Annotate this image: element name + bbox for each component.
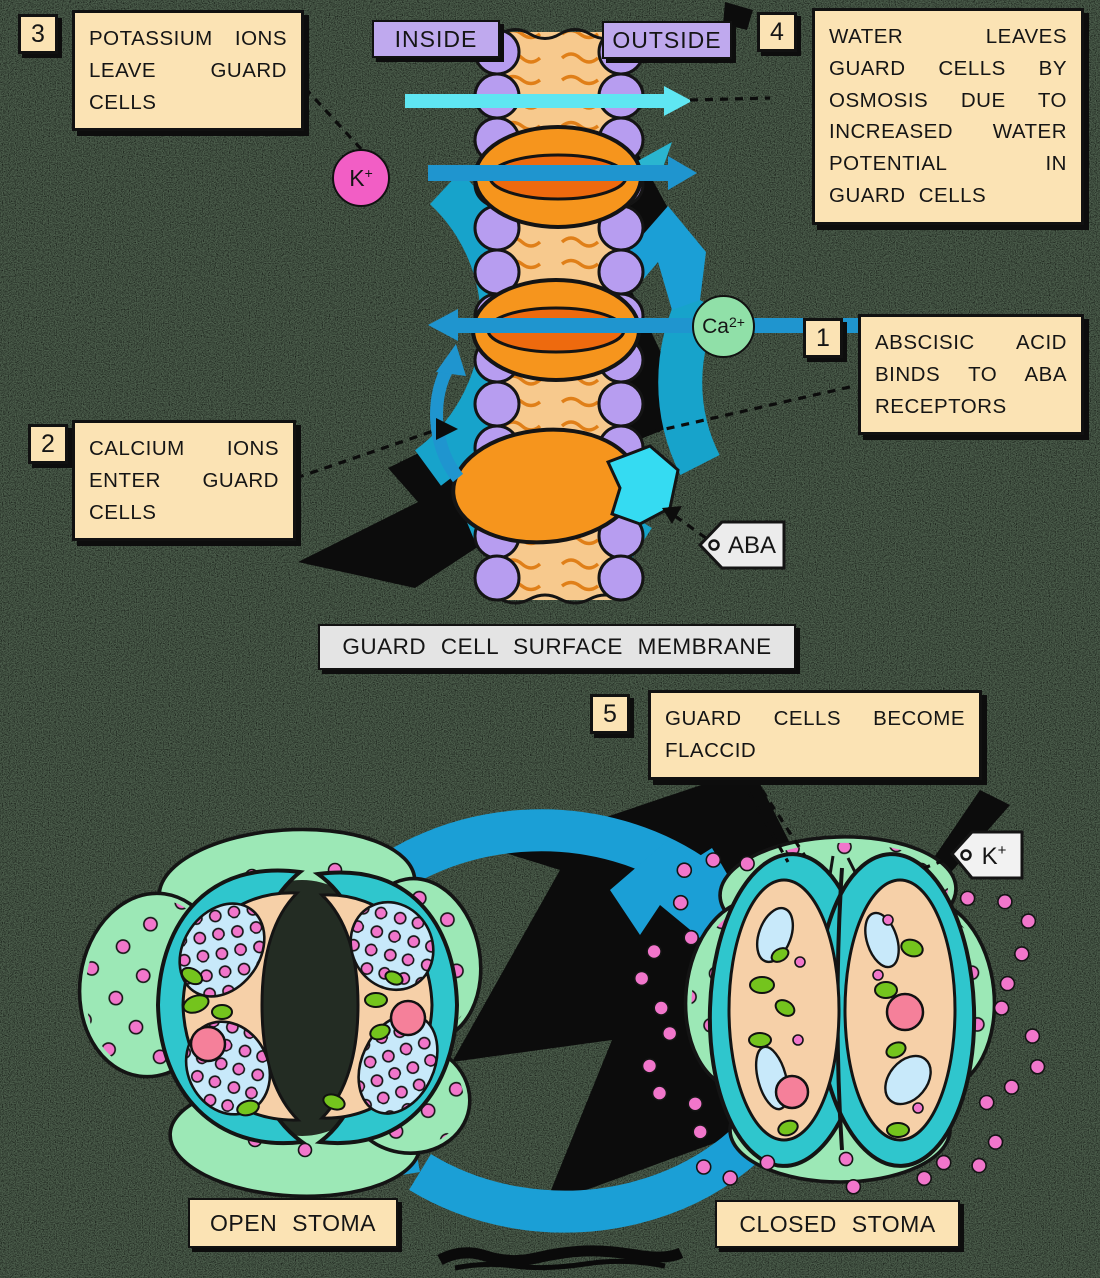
membrane-top-edge (499, 28, 621, 40)
nucleus (389, 999, 427, 1037)
potassium-ion-dot (1024, 1028, 1041, 1044)
potassium-ion-dot (935, 1154, 952, 1171)
nucleus (189, 1025, 227, 1063)
step-4-box: WATER LEAVES GUARD CELLS BY OSMOSIS DUE … (812, 8, 1084, 225)
calcium-in-arrow (428, 309, 882, 341)
ion-flow-arrows (405, 86, 882, 483)
potassium-ion-dot (759, 1154, 776, 1171)
step-2-box: CALCIUM IONS ENTER GUARD CELLS (72, 420, 296, 542)
potassium-ion-dot (695, 1159, 712, 1175)
small-vacuole (884, 1054, 932, 1106)
potassium-ion-dot (993, 1000, 1010, 1016)
potassium-ion-dot (646, 943, 662, 960)
leader-lines-bottom (740, 779, 959, 870)
potassium-tag: K+ (950, 830, 1024, 880)
guard-cell-closed-right-contents (843, 878, 957, 1142)
step-1-number: 1 (803, 318, 843, 358)
potassium-ion-dot (651, 1085, 668, 1101)
potassium-ion-dot (687, 1096, 704, 1112)
potassium-ion-dot (1013, 946, 1030, 962)
open-stoma-label: OPEN STOMA (188, 1198, 398, 1248)
potassium-ion-dot (999, 975, 1016, 992)
vacuole-with-potassium (349, 900, 435, 992)
potassium-ion-dot (987, 1134, 1004, 1150)
potassium-ion-dot (641, 1058, 658, 1074)
water-out-arrow (405, 86, 692, 116)
potassium-ion-dot (705, 852, 722, 868)
potassium-ion-dot (959, 890, 976, 907)
step-5-number: 5 (590, 694, 630, 734)
nucleus (774, 1074, 810, 1110)
aba-tag-label: ABA (728, 532, 776, 559)
potassium-ion-dot (683, 929, 700, 946)
potassium-ion-dot (661, 1025, 678, 1042)
guard-cell-open-left (155, 868, 308, 1146)
leader-lines-top (295, 86, 855, 540)
nucleus (885, 992, 925, 1032)
closed-stoma (633, 835, 1046, 1195)
open-stoma (77, 827, 483, 1199)
outside-label: OUTSIDE (602, 21, 732, 59)
potassium-ion-dot (978, 1094, 995, 1111)
guard-cell-open-right (312, 870, 460, 1146)
potassium-ion-dot (739, 855, 755, 872)
potassium-ion: K+ (332, 149, 390, 207)
potassium-ion-dot (916, 1170, 933, 1187)
aba-molecule (605, 444, 680, 526)
potassium-ion-dot (692, 1124, 709, 1140)
potassium-ion-dot (672, 894, 689, 911)
step-3-box: POTASSIUM IONS LEAVE GUARD CELLS (72, 10, 304, 132)
potassium-ion-dot (997, 893, 1013, 910)
potassium-ion-dot (845, 1179, 862, 1195)
inside-label: INSIDE (372, 20, 500, 58)
membrane-bottom-edge (499, 593, 621, 605)
small-vacuole (864, 911, 900, 969)
aba-tag: ABA (697, 520, 786, 570)
closed-stoma-label: CLOSED STOMA (715, 1200, 960, 1248)
aba-receptor-protein (451, 427, 680, 545)
step-2-number: 2 (28, 424, 68, 464)
potassium-ion-dot (722, 1170, 739, 1186)
potassium-ion-dot (1020, 913, 1037, 929)
potassium-tag-label: K+ (982, 842, 1007, 870)
potassium-ion-dot (653, 1000, 670, 1016)
potassium-ion-dot (971, 1157, 987, 1174)
step-3-number: 3 (18, 14, 58, 54)
step-4-number: 4 (757, 12, 797, 52)
signal-curved-arrowhead (436, 344, 466, 376)
phospholipid-bilayer (451, 28, 680, 605)
potassium-out-arrow (428, 156, 697, 190)
potassium-ion-dot (633, 970, 650, 987)
potassium-ion-dot (676, 862, 693, 879)
step-1-box: ABSCISIC ACID BINDS TO ABA RECEPTORS (858, 314, 1084, 436)
potassium-ion-dot (1003, 1079, 1020, 1095)
watermark-scribble (437, 1245, 684, 1271)
guard-cell-closed-left-contents (727, 878, 841, 1142)
step-5-box: GUARD CELLS BECOME FLACCID (648, 690, 982, 780)
membrane-caption: GUARD CELL SURFACE MEMBRANE (318, 624, 796, 670)
potassium-ion-dot (1029, 1059, 1046, 1075)
